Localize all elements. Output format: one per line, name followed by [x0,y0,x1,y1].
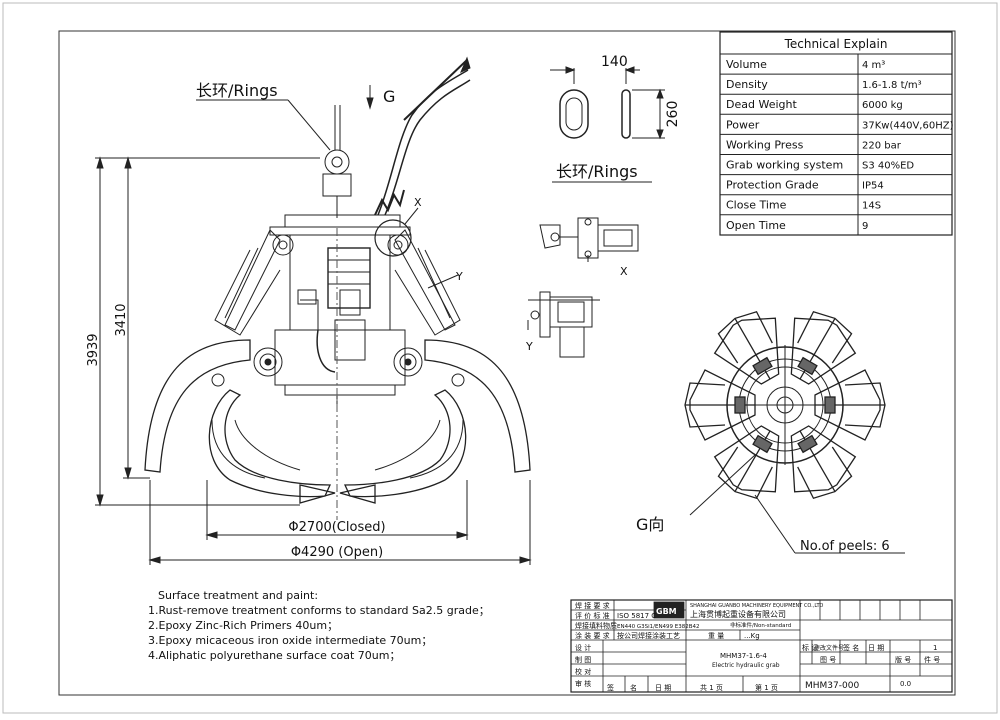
x-callout: X [414,196,422,209]
tb-company-en: SHANGHAI GUANBO MACHINERY EQUIPMENT CO.,… [690,603,823,609]
tb-drawing-no-label: 图 号 [820,656,836,664]
tb-std-label: 非标准件/Non-standard [730,621,791,629]
tech-row-value: 37Kw(440V,60HZ) [862,120,954,131]
tb-name: 名 [630,683,637,692]
tb-date: 日 期 [655,684,671,692]
g-arrow-label: G [383,87,395,106]
tech-row-name: Close Time [726,199,787,212]
g-view-label: G向 [636,515,664,534]
tb-iso: ISO 5817 C [617,612,656,620]
tech-row-name: Volume [726,58,767,71]
inner-border [58,30,956,696]
ring-detail [550,66,665,183]
tb-filler-label: 焊接填料物质 [575,621,617,630]
tb-drawing-no: MHM37-000 [805,681,859,691]
tech-row-value: 14S [862,201,881,212]
rings-label-top: 长环/Rings [196,81,278,100]
tb-product: Electric hydraulic grab [712,662,780,669]
tb-date2: 日 期 [868,644,884,652]
tb-rev-label: 版 号 [895,655,911,664]
tb-total-pages: 共 1 页 [700,683,723,692]
tech-row-value: 9 [862,221,868,232]
tb-weight-value: ...Kg [744,632,760,640]
tech-row-name: Dead Weight [726,98,797,111]
ring-height: 260 [665,101,681,128]
ring-width: 140 [601,54,628,70]
dim-open: Φ4290 (Open) [291,545,383,560]
g-view-top [684,300,886,516]
tb-paint: 按公司焊接涂装工艺 [617,631,680,640]
note-2: 2.Epoxy Zinc-Rich Primers 40um； [148,619,338,632]
tech-row-value: 6000 kg [862,100,903,111]
tech-row-value: S3 40%ED [862,161,914,172]
tech-row-name: Grab working system [726,159,843,172]
tech-title: Technical Explain [784,37,888,51]
tb-page: 第 1 页 [755,683,778,692]
tb-draw: 制 图 [575,655,591,664]
tb-company-cn: 上海贯博起重设备有限公司 [690,609,786,619]
tech-row-value: IP54 [862,181,884,192]
tech-row-name: Working Press [726,138,804,151]
tb-model: MHM37-1.6-4 [720,652,767,660]
tb-proof: 校 对 [575,667,591,676]
tech-row-value: 1.6-1.8 t/m³ [862,80,922,91]
tb-weld-req: 焊 接 要 求 [575,601,610,610]
detail-y-label: Y [525,340,533,353]
tb-filler: EN440 G3Si1/EN499 E382B42 [617,624,700,630]
detail-x [539,217,639,262]
tech-row-value: 220 bar [862,140,902,151]
tech-row-name: Power [726,118,760,131]
tb-signature: 签 名 [843,643,859,652]
tb-design: 设 计 [575,643,591,652]
tb-sign: 签 [607,683,614,692]
tb-audit: 审 核 [575,679,591,688]
dim-closed: Φ2700(Closed) [288,520,385,535]
y-callout: Y [455,270,463,283]
tech-row-name: Protection Grade [726,179,819,192]
rings-label-detail: 长环/Rings [556,162,638,181]
front-view [95,56,532,565]
dim-height-total: 3939 [86,333,101,366]
tb-change-doc: 更改文件号 [814,644,844,652]
tb-weight-label: 重 量 [708,632,724,640]
peels-note: No.of peels: 6 [800,539,890,554]
notes-title: Surface treatment and paint: [158,589,318,602]
tech-row-name: Density [726,78,768,91]
note-4: 4.Aliphatic polyurethane surface coat 70… [148,649,400,662]
tb-eval-std: 评 价 标 准 [575,611,610,620]
tb-qty: 1 [933,644,937,652]
technical-table [719,31,953,236]
tb-qty-label: 件 号 [924,655,940,664]
dim-height-body: 3410 [114,303,129,336]
detail-y [527,291,600,358]
detail-x-label: X [620,265,628,278]
tb-paint-label: 涂 装 要 求 [575,631,610,640]
note-1: 1.Rust-remove treatment conforms to stan… [148,604,490,617]
tb-mark: 标 记 [802,643,818,652]
tb-rev: 0.0 [900,680,911,688]
tb-logo: GBM [656,607,677,616]
note-3: 3.Epoxy micaceous iron oxide intermediat… [148,634,432,647]
tech-row-name: Open Time [726,219,786,232]
tech-row-value: 4 m³ [862,60,885,71]
title-block [570,599,953,693]
